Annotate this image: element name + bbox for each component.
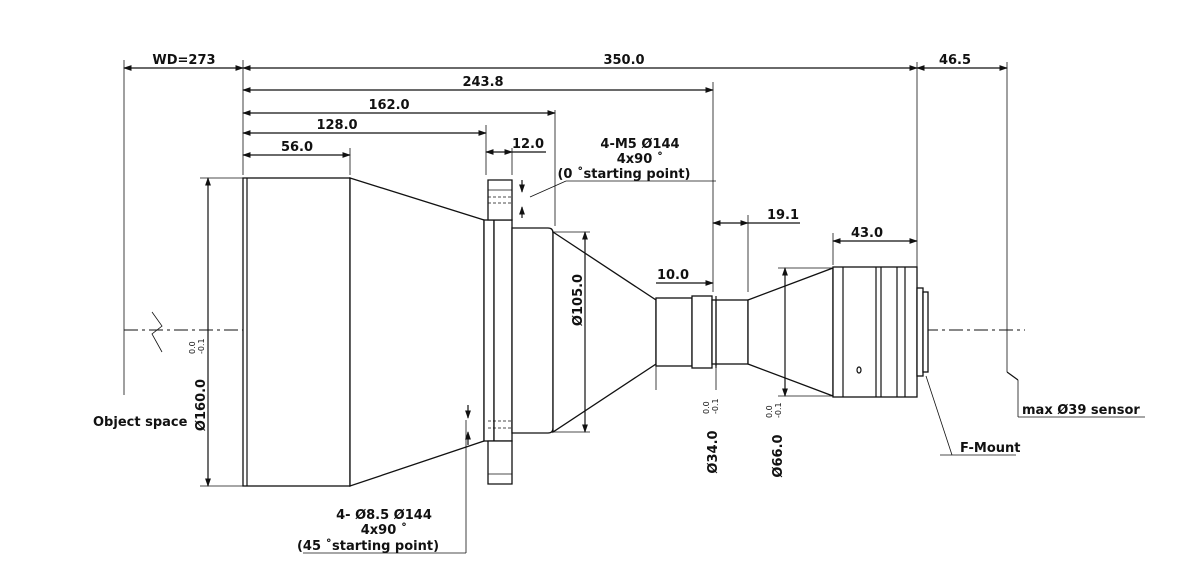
hole-note-line3: (45 ˚starting point): [297, 538, 439, 554]
dim-19-1-label: 19.1: [767, 208, 799, 223]
f-mount-label: F-Mount: [960, 441, 1020, 456]
hole-note-line1: 4- Ø8.5 Ø144: [336, 508, 432, 523]
lens-body: [242, 177, 929, 487]
dimension-labels: WD=273 350.0 46.5 243.8 162.0 128.0 56.0…: [152, 53, 971, 283]
sensor-label: max Ø39 sensor: [1022, 403, 1140, 418]
horizontal-dimensions: [123, 65, 1008, 286]
hole-callout: 4- Ø8.5 Ø144 4x90 ˚ (45 ˚starting point): [297, 508, 439, 554]
wd-label: WD=273: [152, 53, 215, 68]
diameter-34-label: Ø34.0: [706, 430, 721, 473]
tolerance-upper: 0.0: [765, 405, 774, 418]
dim-243-8-label: 243.8: [462, 75, 503, 90]
vertical-dimensions: [205, 177, 1019, 487]
hole-note-line2: 4x90 ˚: [361, 522, 408, 538]
dim-128-0-label: 128.0: [316, 118, 357, 133]
screw-callout: 4-M5 Ø144 4x90 ˚ (0 ˚starting point): [557, 137, 690, 182]
diameter-160-label: Ø160.0: [194, 379, 209, 431]
diameter-66-label: Ø66.0: [771, 434, 786, 477]
screw-note-line2: 4x90 ˚: [617, 151, 664, 167]
dim-12-0-label: 12.0: [512, 137, 544, 152]
dim-43-0-label: 43.0: [851, 226, 883, 241]
tolerance-lower: -0.1: [711, 398, 720, 414]
screw-note-line3: (0 ˚starting point): [557, 166, 690, 182]
total-length-label: 350.0: [603, 53, 644, 68]
tolerance-upper: 0.0: [702, 401, 711, 414]
diameter-labels: Ø160.0 Ø105.0 Ø34.0 Ø66.0: [194, 274, 786, 478]
dim-10-0-label: 10.0: [657, 268, 689, 283]
screw-note-line1: 4-M5 Ø144: [600, 137, 679, 152]
dim-56-0-label: 56.0: [281, 140, 313, 155]
dim-162-0-label: 162.0: [368, 98, 409, 113]
diameter-105-label: Ø105.0: [571, 274, 586, 326]
tolerance-upper: 0.0: [188, 341, 197, 354]
leader-lines: [303, 180, 1145, 554]
object-space-label: Object space: [93, 415, 188, 430]
tolerance-labels: 0.0 -0.1 0.0 -0.1 0.0 -0.1: [188, 338, 783, 418]
tolerance-lower: -0.1: [774, 402, 783, 418]
flange-offset-label: 46.5: [939, 53, 971, 68]
tolerance-lower: -0.1: [197, 338, 206, 354]
